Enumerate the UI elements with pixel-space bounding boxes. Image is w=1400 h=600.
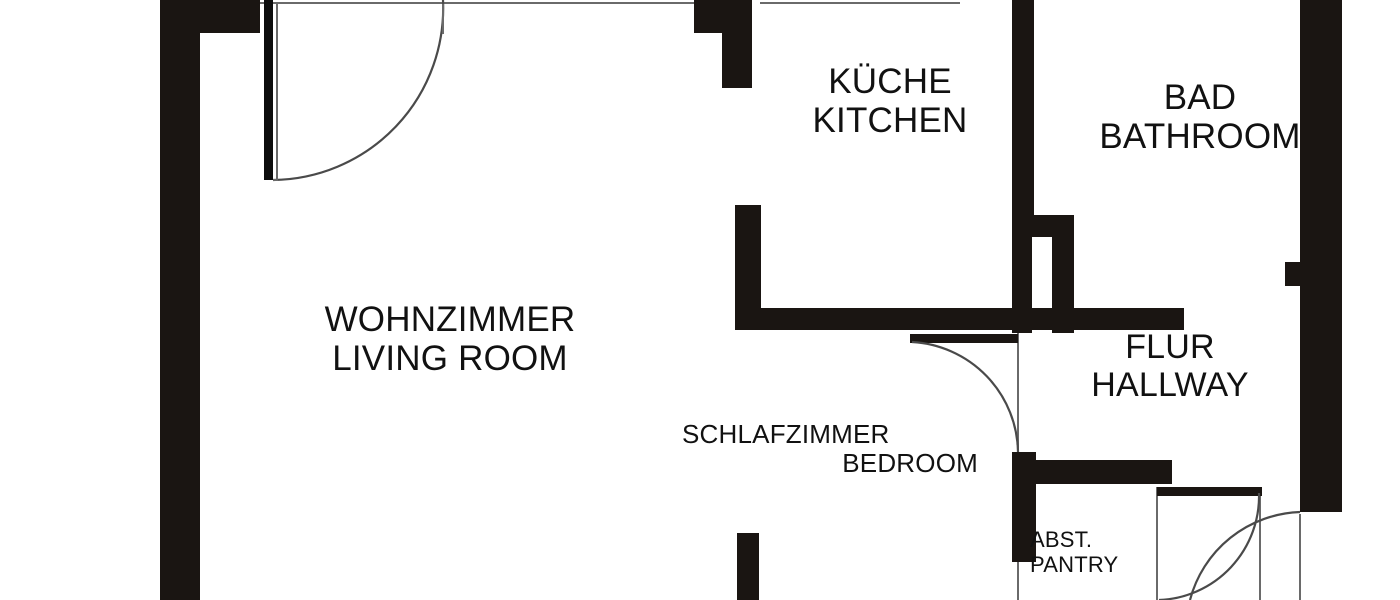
arc-hallway-exterior-door	[1188, 510, 1301, 600]
room-label-hallway-de: FLUR	[1125, 328, 1215, 366]
room-label-bathroom-en: BATHROOM	[1099, 117, 1301, 157]
room-label-hallway-en: HALLWAY	[1091, 366, 1249, 405]
room-label-bedroom-en: BEDROOM	[842, 448, 978, 479]
wall-kitchen-bathroom-divider	[1012, 0, 1034, 215]
door-leaves	[264, 0, 273, 180]
wall-hallway-south	[1012, 460, 1172, 484]
wall-exterior-left	[160, 0, 200, 600]
jamb-living-room-door	[273, 4, 278, 181]
structural-walls	[160, 0, 1342, 600]
room-label-bedroom-de: SCHLAFZIMMER	[682, 419, 890, 449]
room-label-kitchen: KÜCHE KITCHEN	[690, 62, 1090, 140]
wall-shaft-left	[1012, 215, 1032, 333]
wall-shaft-right	[1052, 215, 1074, 333]
room-label-living-room-en: LIVING ROOM	[332, 339, 568, 379]
wall-bedroom-east-stub	[737, 533, 759, 600]
room-label-hallway: FLUR HALLWAY	[1020, 328, 1320, 404]
arc-living-room-door	[272, 0, 445, 182]
wall-exterior-right	[1300, 0, 1342, 512]
room-label-bedroom: SCHLAFZIMMER BEDROOM	[640, 419, 1000, 479]
wall-kitchen-south	[735, 308, 1040, 330]
wall-living-north-left	[160, 0, 260, 33]
room-label-bathroom: BAD BATHROOM	[1020, 78, 1380, 156]
wall-kitchen-west-upper	[722, 0, 752, 88]
wall-right-nub	[1285, 262, 1303, 286]
wall-hallway-south-jamb	[1012, 452, 1036, 562]
room-label-living-room: WOHNZIMMER LIVING ROOM	[150, 300, 750, 378]
room-label-pantry: ABST. PANTRY	[1030, 527, 1190, 577]
room-label-living-room-de: WOHNZIMMER	[324, 300, 576, 339]
thin-outline-lines	[196, 2, 1261, 600]
door-swing-arcs	[272, 0, 1301, 600]
arc-pantry-door	[1158, 492, 1261, 600]
wall-bedroom-door-head	[910, 334, 1018, 343]
room-label-bathroom-de: BAD	[1163, 78, 1237, 117]
room-label-kitchen-en: KITCHEN	[812, 101, 968, 141]
wall-bathroom-hallway-divider	[1012, 308, 1184, 330]
room-label-pantry-en: PANTRY	[1030, 551, 1119, 577]
room-label-kitchen-de: KÜCHE	[828, 62, 952, 101]
door-leaf-living-room	[264, 0, 273, 180]
wall-pantry-door-head	[1157, 487, 1262, 496]
arc-bedroom-door	[911, 340, 1020, 453]
room-label-pantry-de: ABST.	[1030, 527, 1093, 552]
